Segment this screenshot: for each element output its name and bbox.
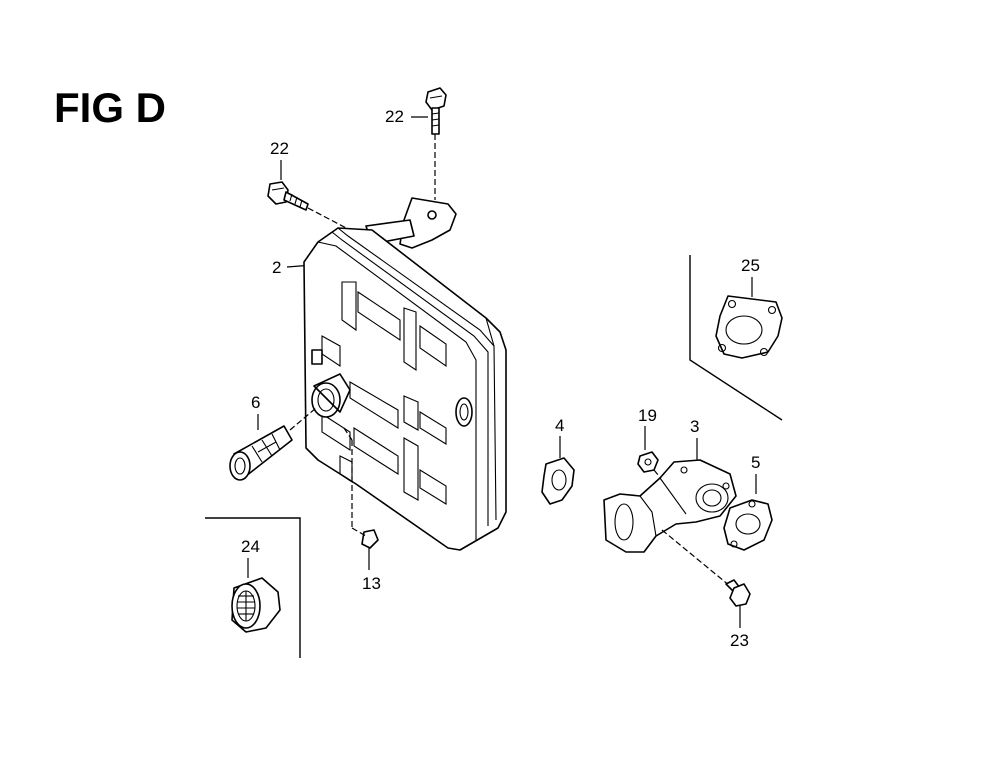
cap-24 bbox=[231, 577, 281, 633]
gasket-25 bbox=[715, 295, 783, 359]
muffler-body bbox=[303, 227, 507, 551]
callout-4: 4 bbox=[555, 416, 565, 435]
callout-6: 6 bbox=[251, 393, 261, 412]
screw-13 bbox=[343, 427, 379, 549]
gasket-5 bbox=[723, 499, 773, 551]
frame-lines bbox=[205, 255, 783, 658]
callout-22-top: 22 bbox=[385, 107, 404, 126]
bolt-22-left bbox=[267, 181, 351, 231]
callout-19: 19 bbox=[638, 406, 657, 425]
spark-arrester bbox=[229, 407, 317, 481]
mounting-bracket bbox=[365, 197, 457, 249]
callout-13: 13 bbox=[362, 574, 381, 593]
callout-24: 24 bbox=[241, 537, 260, 556]
leader-lines bbox=[247, 116, 757, 628]
bolt-23 bbox=[661, 529, 751, 607]
figure-title: FIG D bbox=[54, 84, 166, 131]
gasket-4 bbox=[541, 457, 575, 505]
callout-22-left: 22 bbox=[270, 139, 289, 158]
callout-2: 2 bbox=[272, 258, 282, 277]
callout-23: 23 bbox=[730, 631, 749, 650]
bolt-22-top bbox=[425, 87, 447, 200]
exhaust-pipe-3 bbox=[603, 459, 737, 553]
callout-5: 5 bbox=[751, 453, 761, 472]
callout-25: 25 bbox=[741, 256, 760, 275]
callout-3: 3 bbox=[690, 417, 700, 436]
